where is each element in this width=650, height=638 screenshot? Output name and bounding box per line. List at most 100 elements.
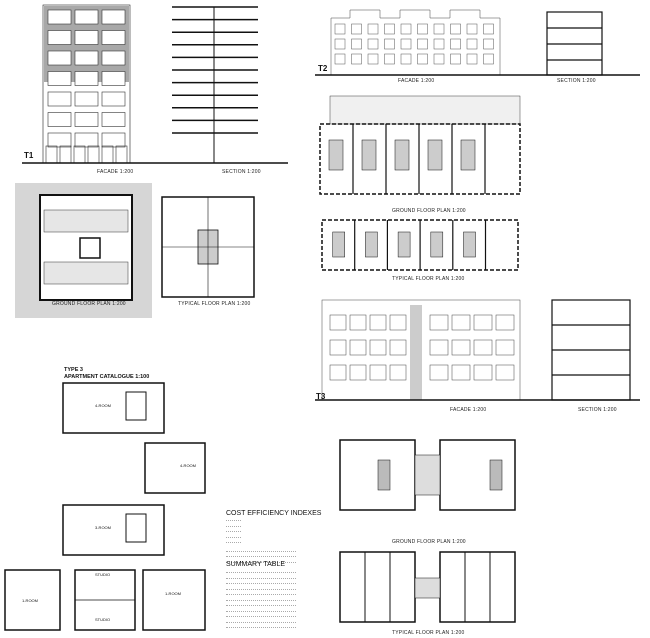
t1-facade-drawing [42,4,131,164]
window [389,339,407,356]
unit-label: 1-ROOM [22,598,38,603]
t3-facade-label: FACADE 1:200 [450,407,487,413]
window [349,314,367,331]
door [73,145,86,164]
stair [460,139,476,171]
window [429,314,449,331]
window [400,38,412,50]
window [450,53,461,65]
t2-section-label: SECTION 1:200 [557,78,596,84]
window [101,71,126,86]
window [367,23,379,35]
t2-typical-plan-drawing [321,219,519,271]
window [351,23,362,35]
unit-label: 3-ROOM [95,525,111,530]
t2-section-drawing [546,11,603,76]
t3-section-label: SECTION 1:200 [578,407,617,413]
t1-ground-plan-label: GROUND FLOOR PLAN 1:200 [52,301,126,307]
unit-label: STUDIO [95,617,111,622]
window [367,53,379,65]
window [483,23,494,35]
window [101,9,126,25]
window [369,364,387,381]
door [59,145,72,164]
cost-efficiency-title: COST EFFICIENCY INDEXES [226,510,322,517]
window [101,112,126,127]
stair [463,231,476,258]
t1-typical-plan-drawing [161,196,255,298]
stair [427,139,443,171]
catalogue-type: TYPE 3 [64,367,83,373]
window [473,364,493,381]
window [349,339,367,356]
window [329,314,347,331]
door [115,145,128,164]
t2-tag: T2 [318,64,328,73]
window [384,53,395,65]
window [47,112,72,127]
t2-ground-plan-drawing [319,95,521,195]
unit-label: 4-ROOM [180,463,196,468]
window [450,38,461,50]
window [483,38,494,50]
window [74,132,99,148]
cost-efficiency-rows [226,520,296,567]
window [417,53,428,65]
t3-typical-plan-drawing [339,551,516,623]
stair [365,231,378,258]
window [451,364,471,381]
summary-table-title: SUMMARY TABLE [226,561,286,568]
stair [328,139,344,171]
t1-ground-plan-drawing [39,194,133,301]
window [466,38,478,50]
summary-table-rows [226,572,296,633]
window [101,30,126,45]
window [101,132,126,148]
t2-ground-plan-label: GROUND FLOOR PLAN 1:200 [392,208,466,214]
window [329,339,347,356]
window [74,30,99,45]
window [334,23,346,35]
unit-label: STUDIO [95,572,111,577]
window [466,23,478,35]
window [329,364,347,381]
door [45,145,58,164]
door [101,145,114,164]
t1-section-drawing [172,6,258,163]
window [433,23,445,35]
window [451,339,471,356]
window [74,50,99,66]
t3-tag: T3 [316,392,326,401]
window [433,38,445,50]
window [473,339,493,356]
stair [361,139,377,171]
catalogue-title: APARTMENT CATALOGUE 1:100 [64,374,150,380]
window [47,71,72,86]
t1-facade-label: FACADE 1:200 [97,169,134,175]
window [47,91,72,107]
t1-tag: T1 [24,151,34,160]
window [334,38,346,50]
window [429,364,449,381]
t3-facade-drawing [321,299,521,401]
t3-section-drawing [551,299,631,401]
t1-section-label: SECTION 1:200 [222,169,261,175]
window [349,364,367,381]
window [389,314,407,331]
stair [394,139,410,171]
window [101,50,126,66]
window [417,38,428,50]
window [417,23,428,35]
window [47,9,72,25]
window [101,91,126,107]
window [74,91,99,107]
stair [430,231,444,258]
window [495,314,515,331]
window [495,339,515,356]
window [495,364,515,381]
window [450,23,461,35]
window [47,50,72,66]
t3-typical-plan-label: TYPICAL FLOOR PLAN 1:200 [392,630,465,636]
t3-ground-plan-label: GROUND FLOOR PLAN 1:200 [392,539,466,545]
